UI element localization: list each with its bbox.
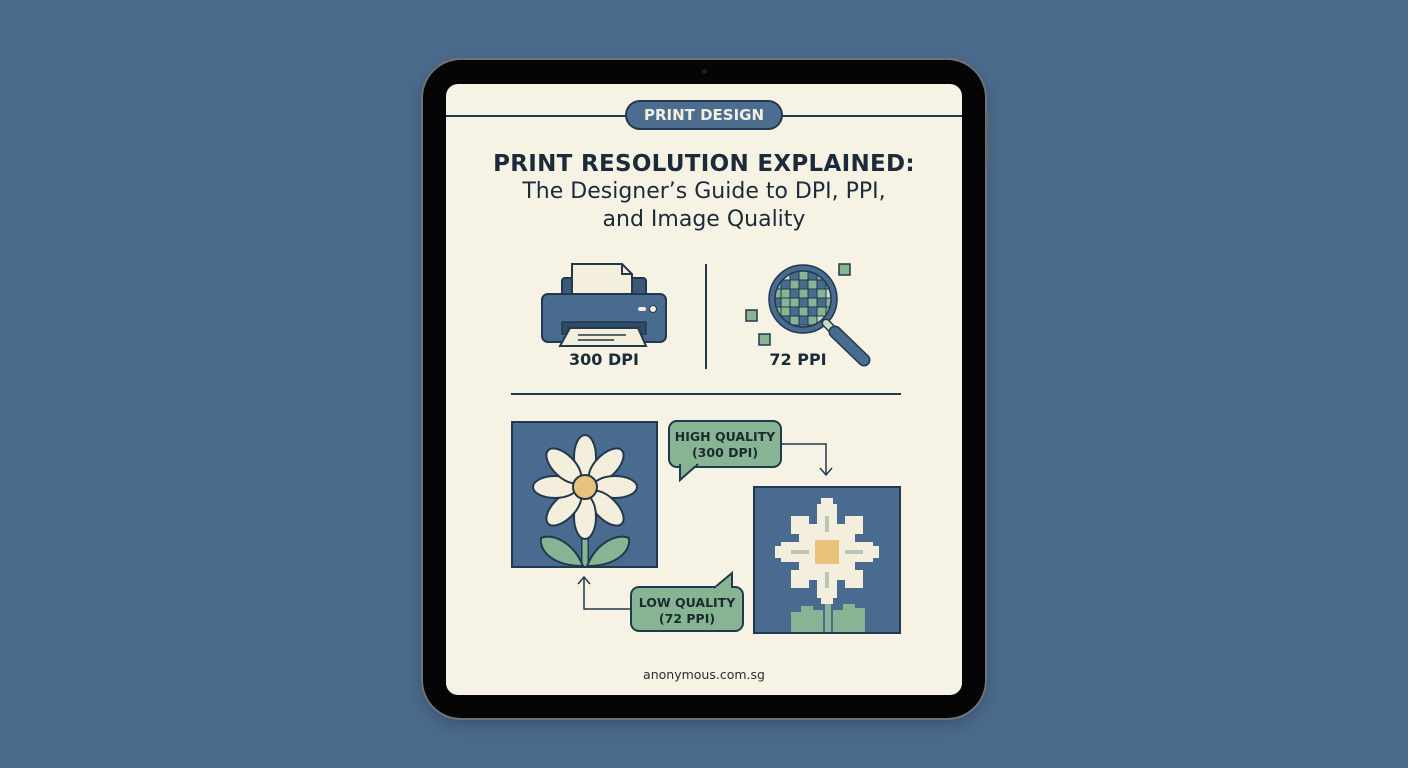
low-quality-bubble-tail — [713, 570, 733, 590]
category-tag: PRINT DESIGN — [625, 100, 783, 130]
title-line-1: PRINT RESOLUTION EXPLAINED: — [493, 151, 915, 177]
dpi-label: 300 DPI — [569, 350, 639, 369]
page-title: PRINT RESOLUTION EXPLAINED: The Designer… — [446, 150, 962, 234]
high-quality-label: HIGH QUALITY — [674, 429, 776, 444]
volume-up-button — [986, 110, 989, 134]
vertical-divider — [705, 264, 707, 369]
high-quality-image — [511, 421, 658, 568]
volume-down-button — [986, 140, 989, 164]
footer-url: anonymous.com.sg — [643, 667, 765, 682]
front-camera — [702, 69, 707, 74]
low-quality-bubble: LOW QUALITY (72 PPI) — [630, 586, 744, 632]
horizontal-divider — [511, 393, 901, 395]
tablet-screen: PRINT DESIGN PRINT RESOLUTION EXPLAINED:… — [446, 84, 962, 695]
tablet-device: PRINT DESIGN PRINT RESOLUTION EXPLAINED:… — [423, 60, 989, 718]
high-quality-bubble-tail — [679, 462, 699, 483]
high-quality-sublabel: (300 DPI) — [691, 445, 759, 460]
title-line-2: The Designer’s Guide to DPI, PPI, — [522, 179, 886, 204]
arrow-to-pixelated-icon — [781, 443, 833, 477]
title-line-3: and Image Quality — [602, 207, 806, 232]
high-quality-bubble: HIGH QUALITY (300 DPI) — [668, 420, 782, 468]
arrow-to-smooth-icon — [577, 575, 632, 610]
low-quality-sublabel: (72 PPI) — [658, 611, 716, 626]
low-quality-label: LOW QUALITY — [638, 595, 736, 610]
low-quality-image — [753, 486, 901, 634]
magnifier-pixels-icon — [744, 262, 874, 370]
ppi-label: 72 PPI — [769, 350, 827, 369]
printer-icon — [540, 262, 668, 348]
